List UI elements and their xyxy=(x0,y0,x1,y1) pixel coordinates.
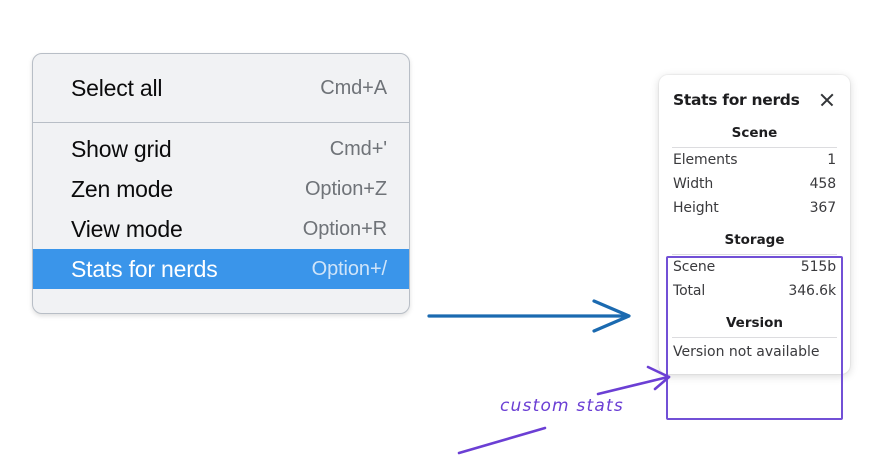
purple-arrow-annotation xyxy=(596,365,671,396)
menu-item-label: Select all xyxy=(71,74,163,101)
stats-panel-title: Stats for nerds xyxy=(673,91,800,109)
section-divider xyxy=(672,254,837,255)
stat-key: Scene xyxy=(673,259,716,275)
blue-arrow-annotation xyxy=(427,299,631,333)
stat-row-height: Height 367 xyxy=(659,196,850,220)
menu-item-view-mode[interactable]: View mode Option+R xyxy=(33,209,409,249)
stat-row-elements: Elements 1 xyxy=(659,148,850,172)
menu-group-2: Show grid Cmd+' Zen mode Option+Z View m… xyxy=(33,123,409,295)
menu-item-shortcut: Option+/ xyxy=(311,258,387,280)
section-heading-scene: Scene xyxy=(731,125,778,141)
menu-item-shortcut: Option+R xyxy=(302,218,387,240)
stat-row-storage-total: Total 346.6k xyxy=(659,279,850,303)
stat-row-storage-scene: Scene 515b xyxy=(659,255,850,279)
stat-row-width: Width 458 xyxy=(659,172,850,196)
stat-value: 367 xyxy=(809,200,837,216)
purple-underline-annotation xyxy=(457,426,547,455)
menu-item-stats-for-nerds[interactable]: Stats for nerds Option+/ xyxy=(33,249,409,289)
stat-value: 515b xyxy=(800,259,836,275)
handwritten-note-custom-stats: custom stats xyxy=(500,396,624,416)
stat-key: Elements xyxy=(673,152,738,168)
close-icon[interactable] xyxy=(818,91,836,109)
section-heading-storage: Storage xyxy=(724,232,785,248)
stat-value: 1 xyxy=(827,152,836,168)
menu-separator xyxy=(33,122,409,123)
context-menu[interactable]: Select all Cmd+A Show grid Cmd+' Zen mod… xyxy=(32,53,410,314)
menu-item-select-all[interactable]: Select all Cmd+A xyxy=(33,68,409,108)
menu-footer-spacer xyxy=(33,295,409,313)
menu-item-label: Zen mode xyxy=(71,175,173,202)
menu-item-label: View mode xyxy=(71,215,183,242)
section-divider xyxy=(672,337,837,338)
stats-for-nerds-panel: Stats for nerds Scene Elements 1 Width 4… xyxy=(659,75,850,374)
menu-item-shortcut: Option+Z xyxy=(304,178,387,200)
menu-item-shortcut: Cmd+A xyxy=(320,77,387,99)
version-note: Version not available xyxy=(673,344,820,360)
section-divider xyxy=(672,147,837,148)
menu-item-zen-mode[interactable]: Zen mode Option+Z xyxy=(33,169,409,209)
menu-item-shortcut: Cmd+' xyxy=(329,138,387,160)
stats-panel-body: Scene Elements 1 Width 458 Height 367 St… xyxy=(659,113,850,362)
stat-value: 458 xyxy=(809,176,837,192)
menu-item-label: Show grid xyxy=(71,135,172,162)
stat-key: Height xyxy=(673,200,719,216)
menu-item-label: Stats for nerds xyxy=(71,255,218,282)
stat-key: Total xyxy=(673,283,706,299)
stat-value: 346.6k xyxy=(788,283,836,299)
stats-panel-header: Stats for nerds xyxy=(659,87,850,113)
stat-key: Width xyxy=(673,176,714,192)
menu-group-1: Select all Cmd+A xyxy=(33,54,409,122)
section-heading-version: Version xyxy=(725,315,784,331)
menu-item-show-grid[interactable]: Show grid Cmd+' xyxy=(33,129,409,169)
